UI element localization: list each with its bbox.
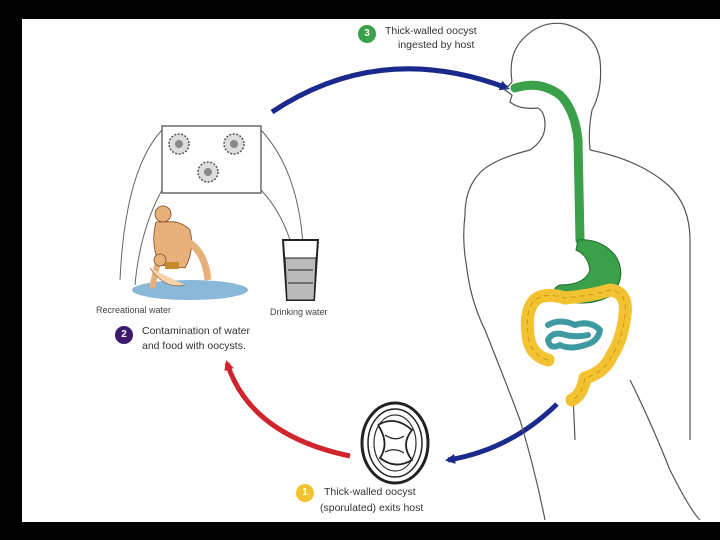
oocyst-icon bbox=[197, 161, 219, 183]
drinking-water-label: Drinking water bbox=[270, 307, 328, 317]
drinking-glass-icon bbox=[281, 239, 320, 301]
step-3-badge: 3 bbox=[358, 25, 376, 43]
sporulated-oocyst-icon bbox=[360, 401, 430, 485]
oocyst-icon bbox=[223, 133, 245, 155]
step-1-label-line1: Thick-walled oocyst bbox=[324, 486, 416, 498]
digestive-tract bbox=[510, 80, 632, 407]
arrow-ingestion bbox=[270, 66, 510, 115]
step-2-label-line2: and food with oocysts. bbox=[142, 340, 246, 352]
oocyst-icon bbox=[168, 133, 190, 155]
step-2-badge: 2 bbox=[115, 326, 133, 344]
step-1-label-line2: (sporulated) exits host bbox=[320, 502, 424, 514]
human-body-outline bbox=[463, 22, 701, 521]
oocyst-magnification bbox=[119, 125, 304, 286]
arrow-contamination bbox=[224, 360, 351, 459]
step-2-label-line1: Contamination of water bbox=[142, 325, 250, 337]
step-3-label-line2: ingested by host bbox=[398, 39, 475, 51]
recreational-water-illustration bbox=[132, 205, 248, 300]
arrow-exit bbox=[445, 402, 559, 464]
step-1-badge: 1 bbox=[296, 484, 314, 502]
small-intestine bbox=[545, 318, 603, 351]
esophagus bbox=[510, 80, 585, 245]
step-3-label-line1: Thick-walled oocyst bbox=[385, 25, 477, 37]
recreational-water-label: Recreational water bbox=[96, 305, 172, 315]
